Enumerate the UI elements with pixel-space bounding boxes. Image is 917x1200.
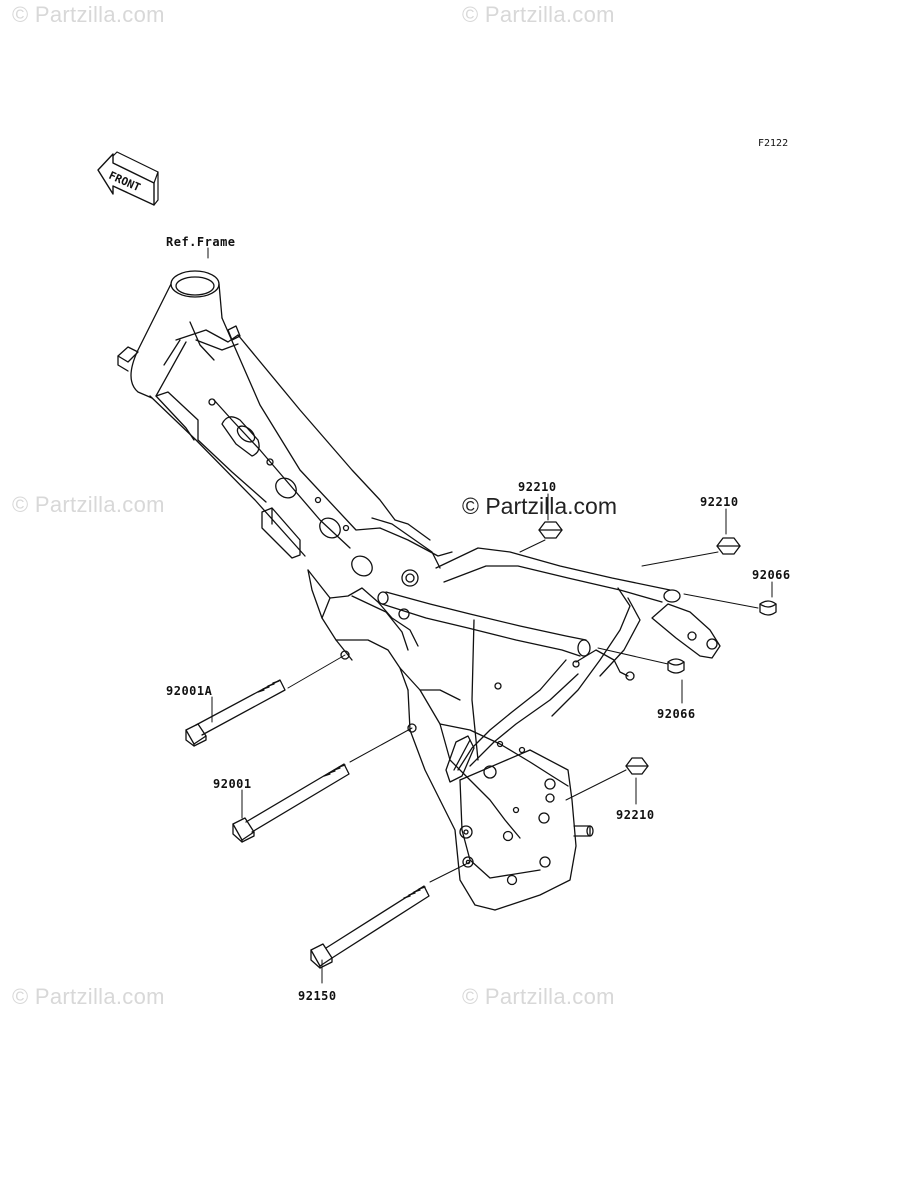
label-92066-mid[interactable]: 92066 bbox=[657, 707, 696, 721]
label-92210-low[interactable]: 92210 bbox=[616, 808, 655, 822]
front-arrow-label: FRONT bbox=[107, 169, 143, 194]
watermark-center: © Partzilla.com bbox=[462, 493, 617, 519]
watermark-mid-left: © Partzilla.com bbox=[12, 492, 165, 517]
figure-code: F2122 bbox=[758, 138, 789, 149]
crossbar bbox=[377, 547, 721, 783]
watermark-top-left: © Partzilla.com bbox=[12, 2, 165, 27]
cap-92066-mid-icon bbox=[667, 658, 685, 674]
collar-92210-right-icon bbox=[716, 537, 741, 555]
watermark-top-center: © Partzilla.com bbox=[462, 2, 615, 27]
label-92210-right[interactable]: 92210 bbox=[700, 495, 739, 509]
label-92001[interactable]: 92001 bbox=[213, 777, 252, 791]
leader-lines bbox=[207, 247, 773, 984]
collar-92210-low-icon bbox=[625, 757, 649, 775]
watermark-bottom-center: © Partzilla.com bbox=[462, 984, 615, 1009]
label-92066-right[interactable]: 92066 bbox=[752, 568, 791, 582]
bolt-92150-icon bbox=[310, 885, 430, 969]
collar-92210-top-icon bbox=[538, 521, 563, 539]
watermark-bottom-left: © Partzilla.com bbox=[12, 984, 165, 1009]
steering-head bbox=[117, 270, 223, 399]
cap-92066-right-icon bbox=[759, 600, 777, 616]
bolt-92001-icon bbox=[232, 763, 350, 843]
front-arrow-icon: FRONT bbox=[97, 151, 159, 206]
label-92210-top[interactable]: 92210 bbox=[518, 480, 557, 494]
bolt-92001a-icon bbox=[185, 679, 286, 747]
engine-mount-plate bbox=[307, 569, 594, 911]
label-92001a[interactable]: 92001A bbox=[166, 684, 213, 698]
main-frame bbox=[149, 317, 453, 587]
label-92150[interactable]: 92150 bbox=[298, 989, 337, 1003]
label-ref-frame[interactable]: Ref.Frame bbox=[166, 235, 236, 249]
